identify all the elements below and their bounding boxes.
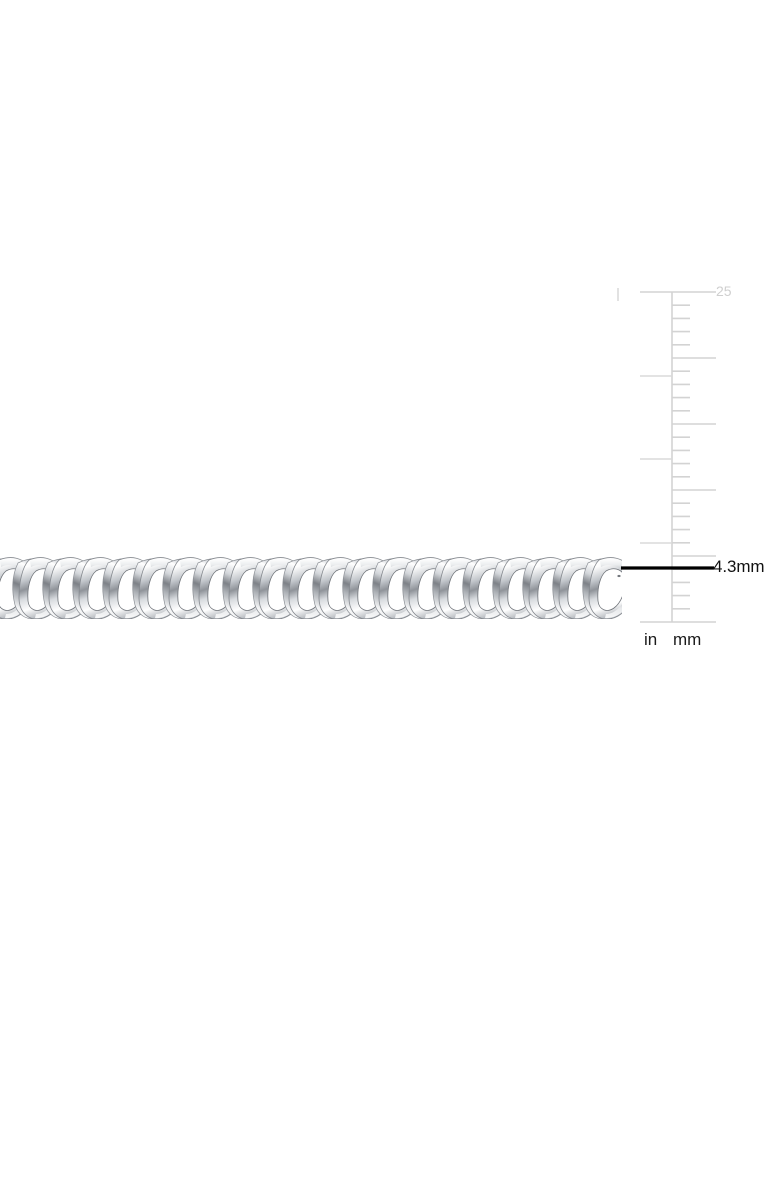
size-ruler	[600, 275, 780, 660]
ruler-top-scale-label: 25	[716, 283, 732, 299]
product-chain-image	[0, 552, 622, 622]
ruler-inch-ticks	[640, 375, 672, 544]
ruler-unit-millimeters-label: mm	[673, 630, 702, 649]
measurement-value-label: 4.3mm	[713, 557, 765, 576]
ruler-mm-ticks	[672, 304, 716, 610]
ruler-graphic	[617, 288, 716, 623]
ruler-unit-inches-label: in	[644, 630, 658, 649]
measurement-bar	[621, 566, 714, 570]
chain-graphic	[0, 552, 622, 622]
